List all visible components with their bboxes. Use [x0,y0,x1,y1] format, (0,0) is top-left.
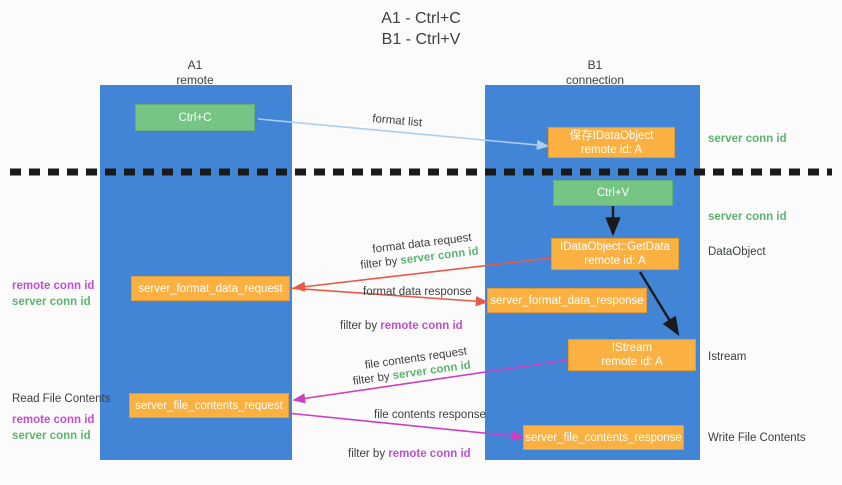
label-write-file-contents: Write File Contents [708,432,806,444]
filter-prefix: filter by [359,254,402,272]
filter-value-server-conn-id: server conn id [391,359,472,383]
edge-label-file-contents-response: file contents response [374,409,486,421]
filter-prefix: filter by [352,370,394,388]
label-read-file-contents: Read File Contents [12,393,111,405]
label-file-conn-ids: remote conn id server conn id [12,412,94,444]
box-server-file-contents-request[interactable]: server_file_contents_request [129,393,289,418]
diagram-title: A1 - Ctrl+C B1 - Ctrl+V [381,10,461,48]
label-format-server-conn-id: server conn id [12,296,91,308]
filter-value-remote-conn-id: remote conn id [380,320,463,332]
box-ctrl-v[interactable]: Ctrl+V [553,180,673,206]
filter-prefix: filter by [340,320,381,332]
box-istream[interactable]: IStream remote id: A [568,339,696,371]
edge-label-file-contents-response-filter: filter by remote conn id [348,433,471,461]
label-format-remote-conn-id: remote conn id [12,280,95,292]
label-istream: Istream [708,351,747,363]
edge-label-format-list: format list [371,112,423,130]
box-server-file-contents-response[interactable]: server_file_contents_response [523,425,684,450]
column-header-b1: B1 connection [565,58,625,87]
label-file-server-conn-id: server conn id [12,430,91,442]
column-header-a1: A1 remote [176,58,214,87]
label-server-conn-id-top: server conn id [708,133,787,145]
box-idataobject-getdata[interactable]: IDataObject::GetData remote id: A [551,238,679,270]
filter-value-remote-conn-id: remote conn id [388,448,471,460]
edge-label-format-data-response-filter: filter by remote conn id [340,305,463,333]
filter-prefix: filter by [348,448,389,460]
filter-value-server-conn-id: server conn id [399,245,480,267]
label-dataobject: DataObject [708,246,766,258]
label-file-remote-conn-id: remote conn id [12,414,95,426]
box-ctrl-c[interactable]: Ctrl+C [135,104,255,131]
label-server-conn-id-mid: server conn id [708,211,787,223]
box-idataobject[interactable]: 保存IDataObject remote id: A [548,127,675,158]
edge-label-format-data-response: format data response [363,286,472,298]
label-format-conn-ids: remote conn id server conn id [12,278,94,310]
box-server-format-data-response[interactable]: server_format_data_response [487,288,647,313]
box-server-format-data-request[interactable]: server_format_data_request [131,276,290,301]
